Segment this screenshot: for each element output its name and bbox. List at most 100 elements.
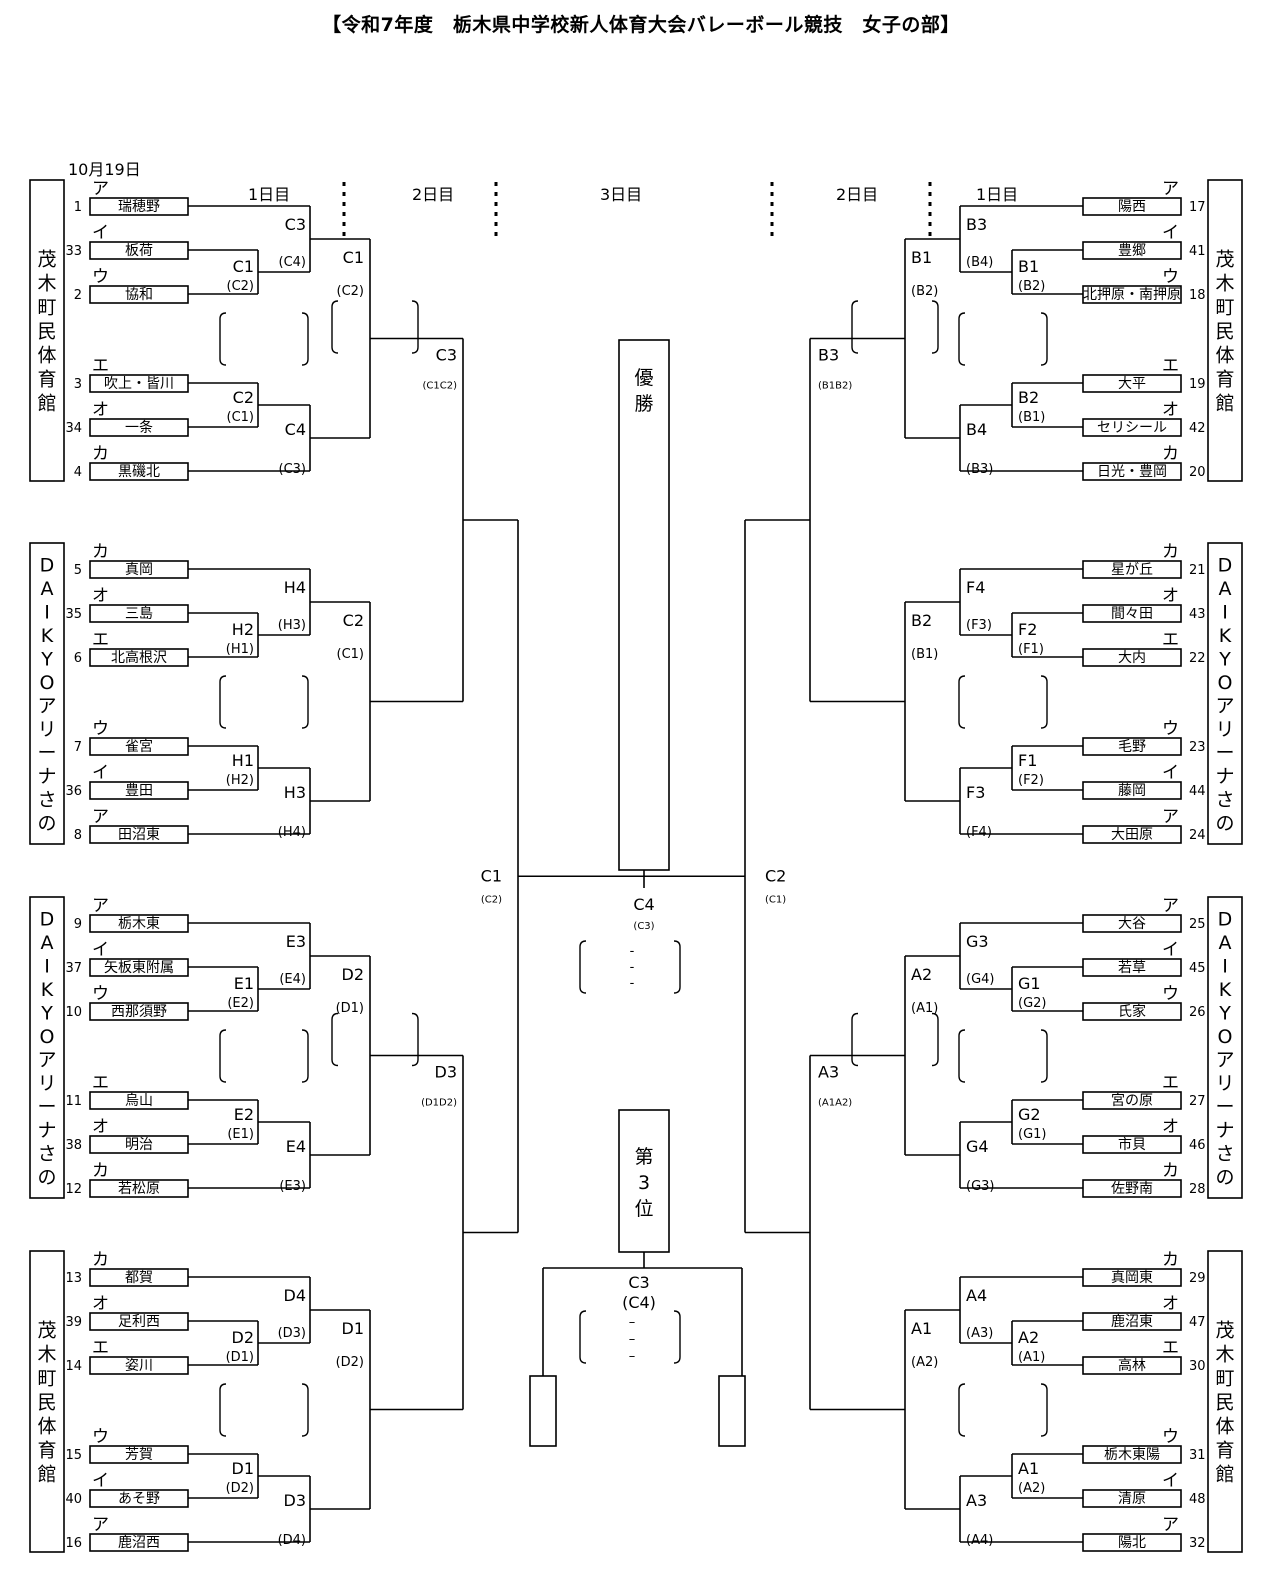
match-code: G3 [966,932,989,951]
third-score-set: – [629,1332,636,1347]
third-score-set: – [629,1349,636,1364]
final-score-set: - [630,944,635,959]
match-code: D3 [284,1491,307,1510]
score-bracket [1040,312,1048,366]
court-code: (A3) [966,1326,993,1341]
team-name: 雀宮 [125,739,153,755]
court-code: (C1) [227,410,255,425]
court-code: (C2) [227,279,255,294]
slot-kana: ア [92,179,109,199]
seed-number: 17 [1189,200,1206,215]
slot-kana: カ [1162,1250,1179,1270]
champion-label-char: 勝 [634,393,653,415]
score-bracket [219,1029,227,1083]
match-code: G2 [1018,1105,1041,1124]
match-code: C3 [436,346,457,365]
seed-number: 27 [1189,1094,1206,1109]
semi-court-code: (C2) [481,894,502,905]
slot-kana: エ [1162,1073,1179,1093]
third-label-char: 3 [638,1172,650,1194]
team-name: 北高根沢 [111,649,167,666]
court-code: (G4) [966,972,995,987]
team-name: 吹上・皆川 [104,376,174,392]
venue-char: 木 [37,1344,56,1366]
team-name: 星が丘 [1111,562,1153,578]
team-name: 鹿沼西 [118,1534,160,1551]
court-code: (B2) [911,284,938,299]
team-name: 陽西 [1118,199,1146,215]
court-code: (B4) [966,255,993,270]
final-score-bracket [579,940,587,994]
seed-number: 20 [1189,465,1206,480]
venue-char: ナ [1215,1119,1234,1141]
team-name: 藤岡 [1118,783,1146,799]
match-code: E4 [286,1137,306,1156]
day2-label-left: 2日目 [412,185,454,204]
court-code: (F1) [1018,642,1044,657]
team-name: 大平 [1118,376,1146,392]
team-name: 姿川 [125,1358,153,1374]
score-bracket [331,300,339,354]
venue-box [1207,542,1243,845]
seed-number: 33 [65,244,82,259]
final-score-set: - [630,976,635,991]
team-name: 大谷 [1118,916,1146,932]
venue-char: 町 [1215,1368,1234,1390]
slot-kana: エ [92,1338,109,1358]
team-name: 栃木東 [118,916,160,932]
team-name: 明治 [125,1137,153,1153]
slot-kana: ウ [1162,984,1179,1004]
seed-number: 48 [1189,1492,1206,1507]
slot-kana: オ [92,1294,109,1314]
team-name: セリシール [1097,420,1167,436]
match-code: H2 [232,620,254,639]
venue-char: 町 [1215,297,1234,319]
team-name: 芳賀 [125,1446,153,1463]
slot-kana: ウ [92,719,109,739]
venue-char: さ [1215,1143,1234,1165]
seed-number: 24 [1189,828,1206,843]
score-bracket [301,312,309,366]
venue-char: 体 [1215,1416,1234,1438]
court-code: (B1) [911,647,938,662]
court-code: (G1) [1018,1127,1047,1142]
venue-char: ア [37,695,56,717]
court-code: (A1A2) [818,1098,852,1109]
match-code: D2 [232,1328,255,1347]
team-name: 烏山 [125,1092,153,1109]
match-code: D3 [435,1063,458,1082]
slot-kana: オ [92,1117,109,1137]
match-code: H1 [232,751,254,770]
match-code: C1 [233,257,254,276]
seed-number: 47 [1189,1315,1206,1330]
seed-number: 26 [1189,1005,1206,1020]
match-code: C4 [285,420,306,439]
venue-char: リ [37,1073,56,1095]
team-name: 北押原・南押原 [1083,287,1181,303]
venue-label-3: 茂木町民体育館 [37,1320,56,1486]
seed-number: 39 [65,1315,82,1330]
score-bracket [958,312,966,366]
score-bracket [301,675,309,729]
seed-number: 37 [65,961,82,976]
venue-char: D [40,909,55,931]
court-code: (H1) [226,642,254,657]
venue-char: の [37,812,56,834]
venue-box [29,179,65,482]
venue-box [29,542,65,845]
seed-number: 12 [65,1182,82,1197]
match-code: F4 [966,578,985,597]
team-name: 清原 [1118,1491,1146,1507]
court-code: (D1) [226,1350,254,1365]
seed-number: 35 [65,607,82,622]
venue-char: の [1215,1166,1234,1188]
slot-kana: イ [92,940,109,960]
venue-char: 木 [1215,1344,1234,1366]
seed-number: 4 [74,465,82,480]
score-bracket [219,675,227,729]
team-name: 若松原 [118,1181,160,1197]
match-code: A3 [966,1491,987,1510]
team-name: 氏家 [1118,1003,1146,1020]
